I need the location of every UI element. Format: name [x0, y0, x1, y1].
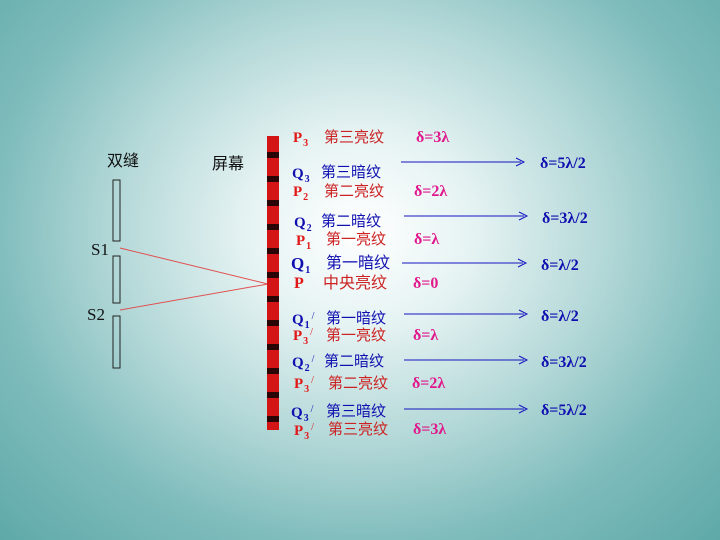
- q1-prime-text: 第一暗纹: [326, 309, 387, 327]
- q2-delta: δ=3λ/2: [542, 210, 588, 227]
- screen-dark-fringe: [267, 152, 279, 158]
- screen-dark-fringe: [267, 176, 279, 182]
- p3-text: 第三亮纹: [324, 128, 385, 146]
- p2-symbol: P2: [293, 184, 309, 203]
- ray-s2: [119, 283, 269, 311]
- slit-barrier-top: [112, 179, 121, 242]
- p2-prime-delta: δ=2λ: [412, 375, 446, 392]
- screen-dark-fringe: [267, 320, 279, 326]
- p3-prime-symbol: P3/: [294, 422, 314, 442]
- screen-dark-fringe: [267, 200, 279, 206]
- q3-prime-symbol: Q3/: [291, 404, 314, 424]
- q3-prime-delta: δ=5λ/2: [541, 402, 587, 419]
- q1-prime-delta: δ=λ/2: [541, 308, 579, 325]
- screen-fringes: [267, 136, 279, 430]
- slit-barrier-middle: [112, 255, 121, 304]
- p1-text: 第一亮纹: [326, 230, 387, 248]
- screen-dark-fringe: [267, 392, 279, 398]
- q2-prime-symbol: Q2/: [292, 354, 315, 374]
- p3-prime-delta: δ=3λ: [413, 421, 447, 438]
- q2-prime-text: 第二暗纹: [324, 352, 385, 370]
- p3-delta: δ=3λ: [416, 129, 450, 146]
- screen-dark-fringe: [267, 344, 279, 350]
- s1-label: S1: [91, 240, 109, 259]
- screen-dark-fringe: [267, 272, 279, 278]
- p2-text: 第二亮纹: [324, 182, 385, 200]
- screen-dark-fringe: [267, 248, 279, 254]
- double-slit-label: 双缝: [107, 151, 140, 170]
- p1-delta: δ=λ: [414, 231, 440, 248]
- p2-prime-text: 第二亮纹: [328, 374, 389, 392]
- p3-prime-text: 第三亮纹: [328, 420, 389, 438]
- screen-base: [267, 136, 279, 430]
- q2-symbol: Q2: [294, 215, 312, 234]
- screen-label: 屏幕: [212, 154, 245, 173]
- screen-dark-fringe: [267, 416, 279, 422]
- q2-text: 第二暗纹: [321, 212, 382, 230]
- p0-text: 中央亮纹: [323, 273, 388, 292]
- arrowhead-q2-down: [518, 355, 529, 365]
- p1-symbol: P1: [296, 233, 312, 252]
- p2-prime-symbol: P3/: [294, 375, 314, 395]
- screen-dark-fringe: [267, 296, 279, 302]
- slit-barrier-bottom: [112, 315, 121, 369]
- q3-symbol: Q3: [292, 166, 310, 185]
- q1-symbol: Q1: [291, 254, 311, 276]
- q3-delta: δ=5λ/2: [540, 155, 586, 172]
- q2-prime-delta: δ=3λ/2: [541, 354, 587, 371]
- p1-prime-delta: δ=λ: [413, 327, 439, 344]
- q3-text: 第三暗纹: [321, 163, 382, 181]
- ray-s1: [119, 247, 269, 285]
- p0-delta: δ=0: [413, 275, 439, 292]
- s2-label: S2: [87, 305, 105, 324]
- arrowhead-q1-down: [518, 309, 529, 319]
- arrowhead-q3-down: [518, 404, 529, 414]
- screen-dark-fringe: [267, 368, 279, 374]
- q1-delta: δ=λ/2: [541, 257, 579, 274]
- p0-symbol: P: [294, 275, 304, 292]
- p1-prime-text: 第一亮纹: [326, 326, 387, 344]
- p2-delta: δ=2λ: [414, 183, 448, 200]
- q3-prime-text: 第三暗纹: [326, 402, 387, 420]
- arrowhead-q1-up: [517, 258, 528, 268]
- p3-symbol: P3: [293, 130, 309, 149]
- q1-text: 第一暗纹: [326, 253, 391, 272]
- arrowhead-q3-up: [515, 157, 526, 167]
- arrowhead-q2-up: [518, 211, 529, 221]
- p1-prime-symbol: P3/: [293, 327, 313, 347]
- screen-dark-fringe: [267, 224, 279, 230]
- q1-prime-symbol: Q1/: [292, 311, 315, 331]
